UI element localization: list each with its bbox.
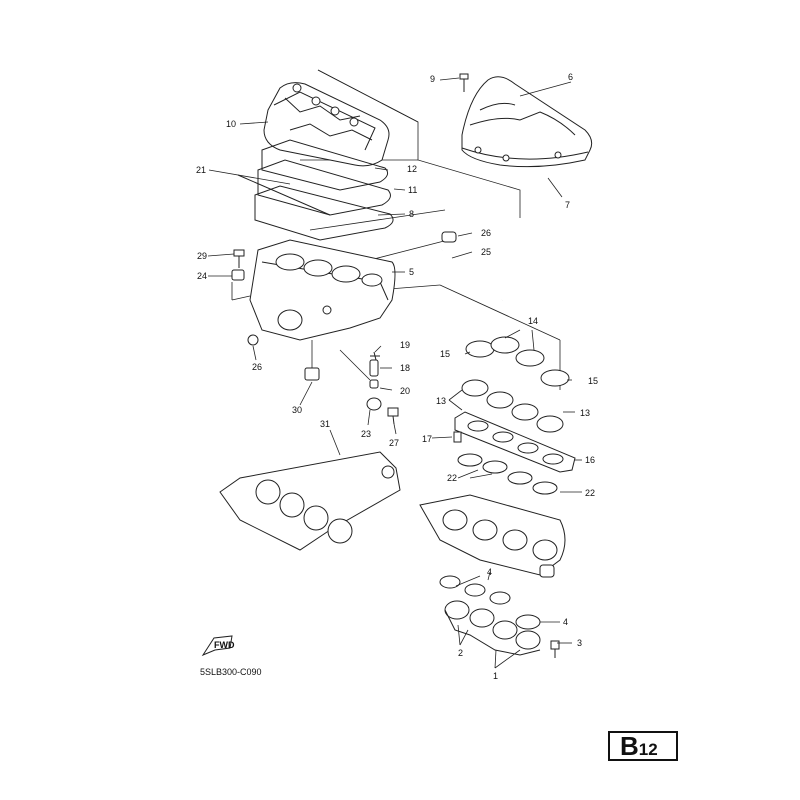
callout-27: 27 (389, 438, 399, 448)
part-pipe-18 (369, 359, 379, 377)
callout-8: 8 (409, 209, 414, 219)
callout-19: 19 (400, 340, 410, 350)
part-air-duct-cover-6-7 (461, 76, 593, 168)
callout-22-left: 22 (447, 473, 457, 483)
page-letter: B (620, 731, 639, 761)
part-screw-17 (453, 431, 462, 443)
part-grommet-24 (231, 269, 245, 281)
part-clip-26-left (247, 334, 259, 346)
callout-11: 11 (408, 185, 417, 195)
callout-15-right: 15 (588, 376, 598, 386)
callout-4-upper: 4 (487, 567, 492, 577)
diagram-reference-code: 5SLB300-C090 (200, 667, 262, 677)
callout-leader-lines (207, 77, 582, 669)
callout-14: 14 (528, 316, 538, 326)
callout-31: 31 (320, 419, 330, 429)
part-screw-9 (459, 73, 469, 92)
callout-26-lower: 26 (252, 362, 262, 372)
part-holder-plate-16 (454, 411, 576, 473)
callout-labels: 9 6 10 7 21 12 11 8 26 25 29 24 5 14 15 … (196, 72, 598, 681)
callout-10: 10 (226, 119, 236, 129)
part-clip-19 (370, 351, 380, 361)
page-number: 12 (638, 740, 658, 759)
callout-22-right: 22 (585, 488, 595, 498)
callout-13-left: 13 (436, 396, 446, 406)
part-screw-3 (550, 640, 560, 658)
callout-1: 1 (493, 671, 498, 681)
part-screw-27 (387, 407, 399, 425)
callout-7: 7 (565, 200, 570, 210)
callout-6: 6 (568, 72, 573, 82)
page-number-badge: B 12 (608, 731, 678, 761)
part-clamp-26 (441, 231, 457, 243)
callout-26-upper: 26 (481, 228, 491, 238)
callout-12: 12 (407, 164, 417, 174)
part-funnel-caps-14-15 (465, 336, 570, 387)
part-plate-31 (219, 451, 401, 551)
callout-9: 9 (430, 74, 435, 84)
callout-17: 17 (422, 434, 432, 444)
part-bolt-29 (233, 249, 245, 268)
part-air-filter-cover-10 (263, 82, 390, 167)
part-hose-25 (438, 249, 506, 301)
callout-3: 3 (577, 638, 582, 648)
part-joints-13 (461, 379, 564, 433)
part-cap-20 (369, 379, 379, 389)
callout-21: 21 (196, 165, 206, 175)
callout-20: 20 (400, 386, 410, 396)
callout-5: 5 (409, 267, 414, 277)
callout-25: 25 (481, 247, 491, 257)
part-manifolds-1-2 (444, 600, 541, 656)
callout-30: 30 (292, 405, 302, 415)
callout-24: 24 (197, 271, 207, 281)
callout-18: 18 (400, 363, 410, 373)
part-sensor-30 (304, 367, 320, 381)
part-gaskets-8-11-12 (237, 139, 394, 241)
callout-23: 23 (361, 429, 371, 439)
part-air-box-5 (249, 239, 396, 341)
svg-text:FWD: FWD (214, 640, 235, 650)
callout-4-lower: 4 (563, 617, 568, 627)
part-joints-4 (439, 575, 541, 630)
forward-direction-arrow-icon: FWD (201, 635, 235, 657)
callout-15-left: 15 (440, 349, 450, 359)
callout-13-right: 13 (580, 408, 590, 418)
part-throttle-body (419, 494, 566, 578)
part-gaskets-22 (457, 453, 558, 495)
callout-29: 29 (197, 251, 207, 261)
callout-2: 2 (458, 648, 463, 658)
callout-16: 16 (585, 455, 595, 465)
part-grommet-23 (366, 397, 382, 411)
